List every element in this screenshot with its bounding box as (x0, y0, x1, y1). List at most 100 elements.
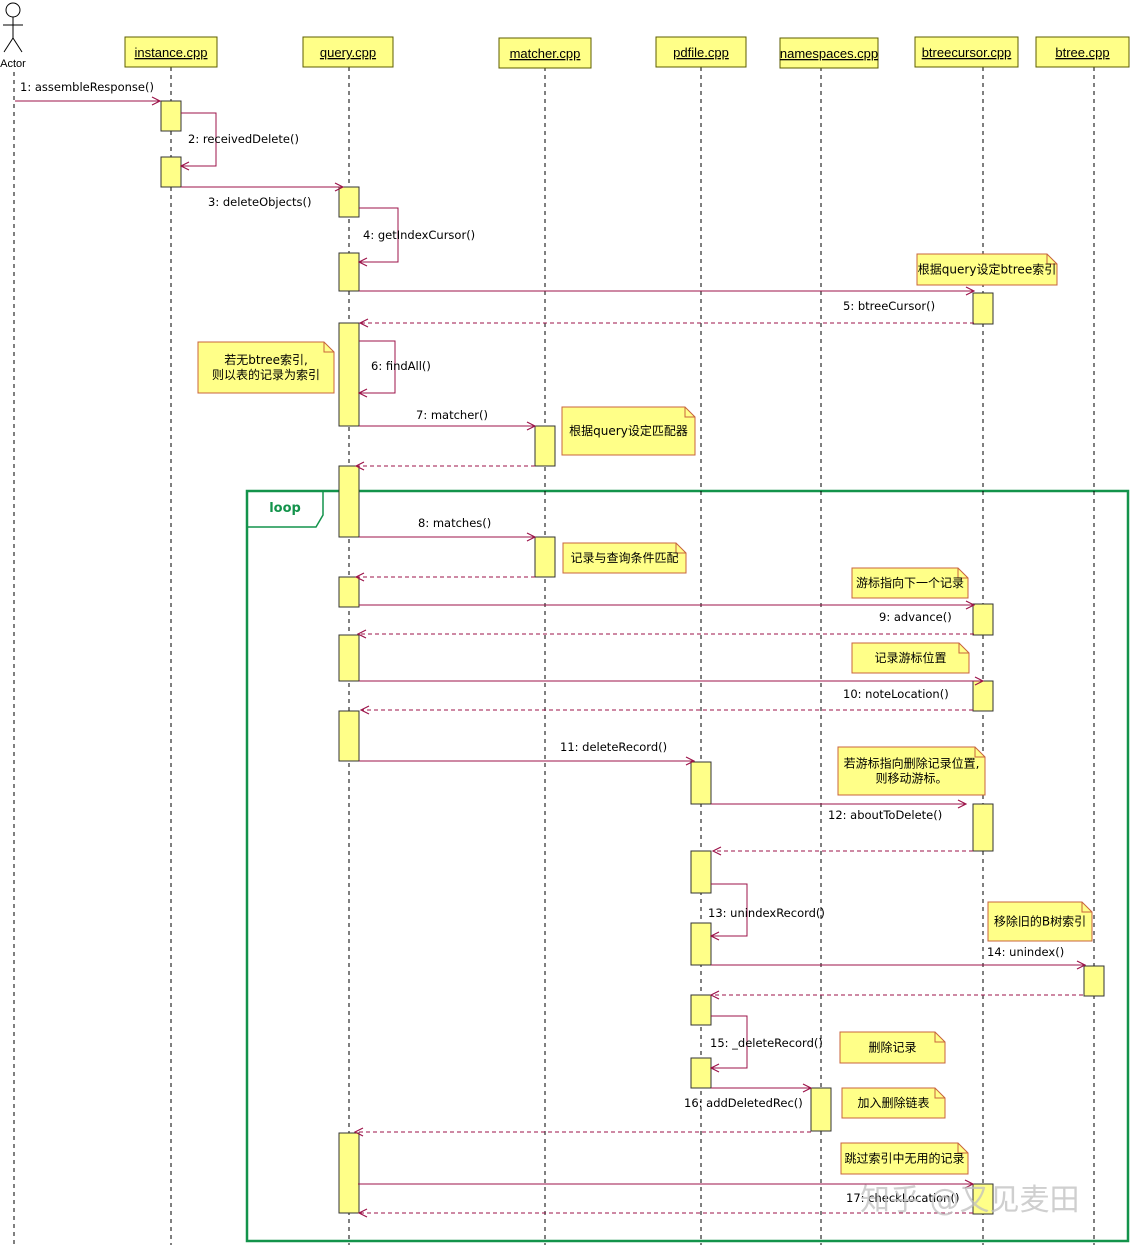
note-fold (958, 643, 969, 654)
note-fold (957, 568, 968, 579)
activation-pdfile (690, 922, 712, 966)
actor: Actor (0, 2, 26, 70)
note-n6: 记录游标位置 (851, 642, 970, 674)
participant-instance: instance.cpp (124, 36, 218, 68)
participant-btreecursor: btreecursor.cpp (914, 36, 1019, 68)
activation-pdfile (690, 850, 712, 894)
note-text: 则移动游标。 (875, 772, 947, 786)
note-box (837, 746, 986, 796)
note-fold (934, 1032, 945, 1043)
note-n7: 若游标指向删除记录位置,则移动游标。 (837, 746, 986, 796)
note-box (851, 642, 970, 674)
loop-label-tab (248, 491, 324, 528)
activation-pdfile (690, 1057, 712, 1089)
note-n3: 根据query设定匹配器 (561, 406, 696, 456)
activation-pdfile (690, 761, 712, 805)
message-label: 7: matcher() (416, 408, 488, 422)
note-fold (675, 543, 686, 554)
participant-box (779, 37, 879, 69)
activation-btreecursor (972, 1183, 994, 1215)
note-box (839, 1031, 946, 1064)
note-fold (323, 342, 334, 353)
note-text: 跳过索引中无用的记录 (844, 1151, 964, 1166)
participant-box (124, 36, 218, 68)
participant-pdfile: pdfile.cpp (655, 36, 747, 68)
note-box (851, 567, 969, 599)
activation-query (338, 1132, 360, 1214)
self-message-arrow (359, 207, 399, 262)
note-n4: 记录与查询条件匹配 (562, 542, 687, 574)
actor-icon (5, 2, 21, 18)
self-message-arrow (181, 112, 217, 166)
note-text: 根据query设定匹配器 (569, 423, 688, 438)
note-text: 加入删除链表 (857, 1095, 929, 1110)
participant-box (1035, 36, 1130, 68)
participant-query: query.cpp (302, 36, 394, 68)
activation-query (338, 465, 360, 538)
message-label: 8: matches() (418, 516, 491, 530)
participant-box (302, 36, 394, 68)
activation-matcher (534, 536, 556, 578)
note-box (197, 341, 335, 394)
activation-query (338, 186, 360, 218)
message-label: 16: addDeletedRec() (684, 1096, 803, 1110)
message-label: 14: unindex() (987, 945, 1064, 959)
activation-btreecursor (972, 292, 994, 325)
message-label: 9: advance() (879, 610, 952, 624)
note-n1: 根据query设定btree索引 (916, 253, 1058, 286)
note-text: 记录游标位置 (874, 650, 946, 665)
message-label: 4: getIndexCursor() (363, 228, 475, 242)
note-box (841, 1087, 946, 1119)
message-label: 11: deleteRecord() (560, 740, 667, 754)
participant-namespaces: namespaces.cpp (779, 37, 879, 69)
loop-frame (245, 489, 1130, 1243)
note-n8: 移除旧的B树索引 (987, 901, 1093, 942)
message-label: 1: assembleResponse() (20, 80, 154, 94)
note-text: 记录与查询条件匹配 (570, 551, 678, 565)
activation-btree (1083, 965, 1105, 997)
note-n2: 若无btree索引,则以表的记录为索引 (197, 341, 335, 394)
note-fold (934, 1088, 945, 1099)
activation-namespaces (810, 1087, 832, 1132)
message-label: 12: aboutToDelete() (828, 808, 942, 822)
loop-label: loop (269, 501, 301, 516)
participant-matcher: matcher.cpp (498, 37, 592, 69)
activation-btreecursor (972, 680, 994, 712)
participant-label: query.cpp (320, 45, 376, 60)
activation-matcher (534, 425, 556, 467)
self-message-arrow (711, 1015, 748, 1068)
note-n11: 跳过索引中无用的记录 (840, 1142, 969, 1175)
activation-query (338, 710, 360, 762)
participant-box (914, 36, 1019, 68)
note-text: 根据query设定btree索引 (918, 262, 1056, 277)
note-n5: 游标指向下一个记录 (851, 567, 969, 599)
note-box (562, 542, 687, 574)
message-label: 5: btreeCursor() (843, 299, 935, 313)
note-text: 若游标指向删除记录位置, (844, 756, 980, 771)
participant-label: instance.cpp (135, 45, 208, 60)
self-message-arrow (711, 883, 748, 936)
activation-btreecursor (972, 603, 994, 636)
note-text: 若无btree索引, (224, 353, 308, 367)
self-message-arrow (359, 340, 396, 393)
note-box (561, 406, 696, 456)
actor-leg (12, 37, 23, 53)
participant-label: btreecursor.cpp (922, 45, 1012, 60)
participant-label: pdfile.cpp (673, 45, 729, 60)
message-label: 15: _deleteRecord() (710, 1036, 823, 1050)
note-text: 游标指向下一个记录 (856, 575, 964, 590)
note-fold (684, 407, 695, 418)
message-label: 17: checkLocation() (846, 1191, 959, 1205)
actor-label: Actor (0, 58, 26, 70)
activation-query (338, 322, 360, 427)
note-box (840, 1142, 969, 1175)
message-label: 13: unindexRecord() (708, 906, 825, 920)
participant-box (655, 36, 747, 68)
activation-query (338, 252, 360, 292)
participant-label: btree.cpp (1055, 45, 1109, 60)
participant-box (498, 37, 592, 69)
activation-query (338, 576, 360, 608)
note-n10: 加入删除链表 (841, 1087, 946, 1119)
